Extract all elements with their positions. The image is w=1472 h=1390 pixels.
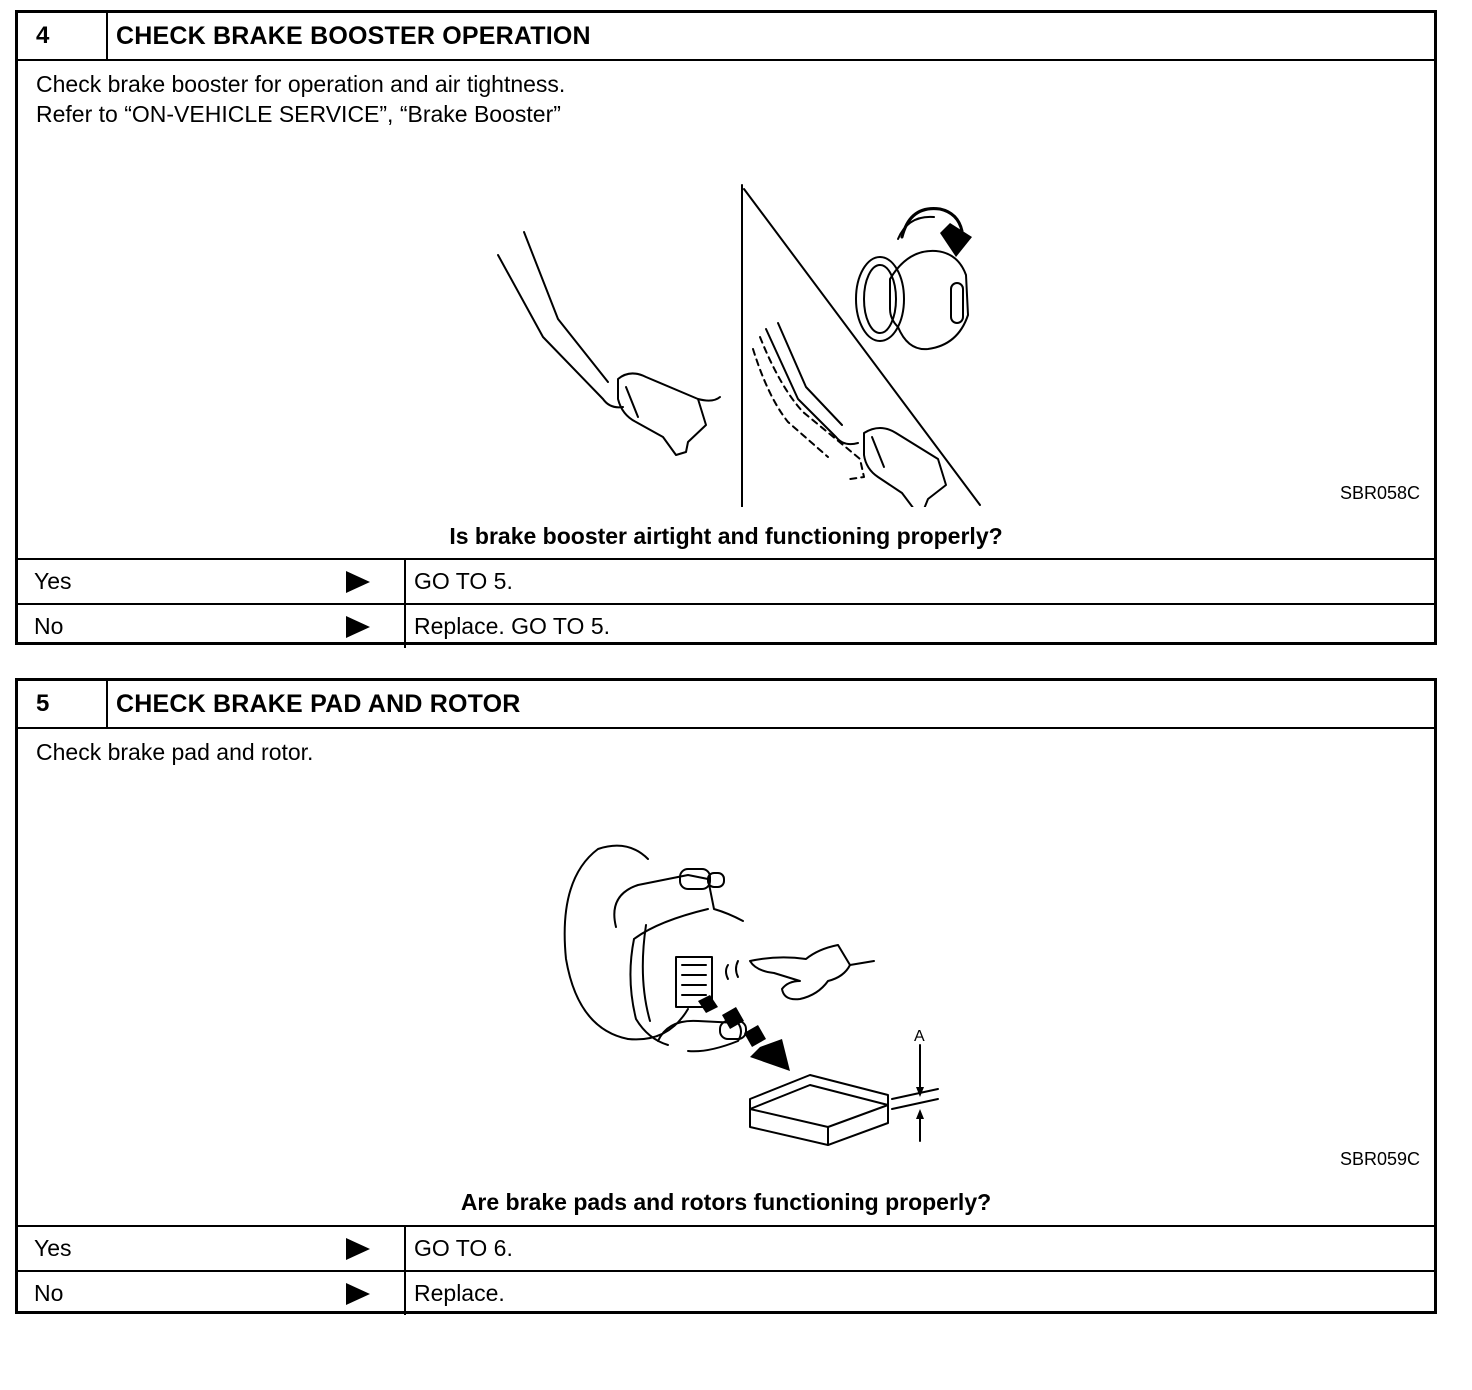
- instruction-line: Check brake booster for operation and ai…: [36, 71, 566, 97]
- answer-row-no: No Replace. GO TO 5.: [18, 603, 1434, 648]
- figure-code: SBR058C: [1339, 483, 1420, 503]
- answer-action: GO TO 5.: [414, 568, 513, 594]
- answer-action: GO TO 6.: [414, 1235, 513, 1261]
- answer-label: Yes: [18, 560, 406, 603]
- step-header: 4 CHECK BRAKE BOOSTER OPERATION: [18, 13, 1434, 61]
- step-5-box: 5 CHECK BRAKE PAD AND ROTOR Check brake …: [15, 678, 1437, 1315]
- answer-label: No: [18, 605, 406, 648]
- dimension-label-a: A: [914, 1028, 925, 1045]
- brake-booster-illustration: [497, 184, 981, 507]
- step-instructions: Check brake booster for operation and ai…: [36, 69, 565, 129]
- answer-row-yes: Yes GO TO 5.: [18, 560, 1434, 603]
- answer-label: Yes: [18, 1227, 406, 1270]
- step-body: Check brake pad and rotor.: [18, 729, 1434, 1227]
- step-header: 5 CHECK BRAKE PAD AND ROTOR: [18, 681, 1434, 729]
- answer-row-no: No Replace.: [18, 1270, 1434, 1315]
- brake-pad-rotor-illustration: A: [563, 844, 939, 1146]
- answer-action: Replace. GO TO 5.: [414, 613, 611, 639]
- step-title: CHECK BRAKE PAD AND ROTOR: [116, 689, 521, 718]
- right-triangle-icon: [346, 615, 370, 638]
- step-4-box: 4 CHECK BRAKE BOOSTER OPERATION Check br…: [15, 10, 1437, 648]
- step-title: CHECK BRAKE BOOSTER OPERATION: [116, 21, 591, 50]
- step-number: 4: [18, 13, 108, 59]
- answer-action: Replace.: [414, 1280, 505, 1306]
- step-question: Is brake booster airtight and functionin…: [449, 523, 1003, 549]
- right-triangle-icon: [346, 1237, 370, 1260]
- instruction-line: Refer to “ON-VEHICLE SERVICE”, “Brake Bo…: [36, 101, 561, 127]
- right-triangle-icon: [346, 570, 370, 593]
- step-instructions: Check brake pad and rotor.: [36, 737, 313, 767]
- figure-code: SBR059C: [1339, 1149, 1420, 1169]
- right-triangle-icon: [346, 1282, 370, 1305]
- answer-label: No: [18, 1272, 406, 1315]
- instruction-line: Check brake pad and rotor.: [36, 739, 314, 765]
- step-question: Are brake pads and rotors functioning pr…: [460, 1189, 992, 1215]
- answer-row-yes: Yes GO TO 6.: [18, 1227, 1434, 1270]
- step-body: Check brake booster for operation and ai…: [18, 61, 1434, 560]
- step-number: 5: [18, 681, 108, 727]
